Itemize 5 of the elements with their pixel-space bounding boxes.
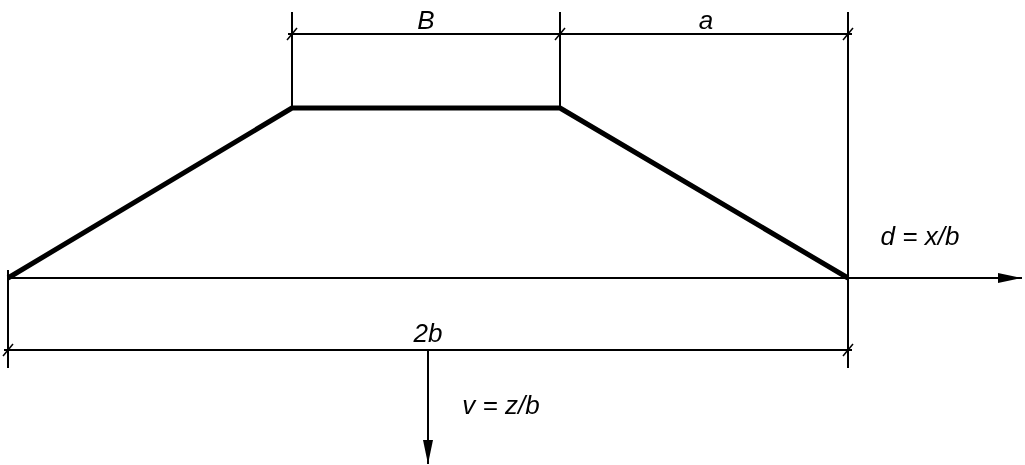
dimension-label: a xyxy=(698,6,714,34)
dimension-label: 2b xyxy=(413,319,443,347)
dimension-label: B xyxy=(417,6,435,34)
axis-label: d = x/b xyxy=(880,222,960,250)
axis-label: v = z/b xyxy=(462,391,540,419)
